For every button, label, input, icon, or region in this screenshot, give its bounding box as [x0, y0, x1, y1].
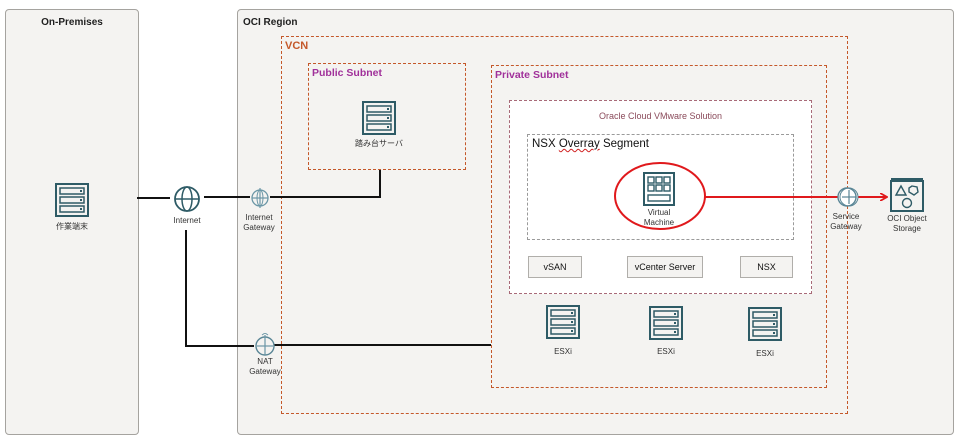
storage-label-line2: Storage	[892, 224, 922, 233]
nat-gateway-label: NAT Gateway	[239, 357, 291, 377]
on-premises-zone: On-Premises	[5, 9, 139, 435]
line-igw-bastion	[270, 170, 381, 198]
vcn-container: VCN	[281, 36, 848, 414]
nsx-box: NSX	[740, 256, 793, 278]
object-storage-label: OCI Object Storage	[878, 214, 936, 234]
igw-label-line1: Internet	[245, 213, 273, 222]
esxi-label: ESXi	[657, 347, 675, 356]
service-gateway-icon	[837, 186, 859, 213]
storage-label-line1: OCI Object	[887, 214, 927, 223]
public-subnet-label: Public Subnet	[312, 67, 383, 79]
object-storage-icon	[890, 178, 924, 217]
on-premises-title: On-Premises	[41, 17, 103, 28]
vm-highlight-circle	[614, 162, 706, 230]
bastion-server-label: 踏み台サーバ	[355, 139, 403, 148]
internet-gateway-icon	[250, 187, 270, 214]
vsan-box: vSAN	[528, 256, 582, 278]
vcn-label: VCN	[285, 40, 309, 52]
nsx-label-misspelled-word: Overray	[558, 138, 600, 150]
public-subnet: Public Subnet	[308, 63, 466, 170]
virtual-machine-label: Virtual Machine	[632, 208, 686, 228]
nsx-segment-label: NSX Overray Segment	[532, 138, 649, 150]
nat-label-line1: NAT	[257, 357, 273, 366]
private-subnet-label: Private Subnet	[495, 69, 569, 81]
server-icon	[55, 183, 89, 222]
line-internet-nat	[185, 230, 254, 347]
esxi-server-icon	[748, 307, 782, 346]
globe-icon	[173, 185, 201, 218]
nsx-overlay-segment: NSX Overray Segment	[527, 134, 794, 240]
esxi-server-icon	[649, 306, 683, 345]
sgw-label-line1: Service	[832, 212, 860, 221]
igw-label-line2: Gateway	[243, 223, 275, 232]
nsx-label-suffix: Segment	[599, 138, 649, 150]
nat-gateway-icon	[254, 332, 276, 362]
virtual-machine-icon	[643, 172, 675, 211]
bastion-server-icon	[362, 101, 396, 140]
vm-label-line1: Virtual	[647, 208, 671, 217]
esxi-server-icon	[546, 305, 580, 344]
private-subnet: Private Subnet	[491, 65, 827, 388]
work-terminal-label: 作業端末	[56, 222, 88, 231]
esxi-label: ESXi	[554, 347, 572, 356]
vm-label-line2: Machine	[643, 218, 675, 227]
service-gateway-label: Service Gateway	[822, 212, 870, 232]
oci-region-title: OCI Region	[243, 17, 298, 28]
sgw-label-line2: Gateway	[830, 222, 862, 231]
nsx-label-prefix: NSX	[532, 138, 559, 150]
internet-label: Internet	[173, 216, 201, 225]
internet-gateway-label: Internet Gateway	[235, 213, 283, 233]
ocvs-label: Oracle Cloud VMware Solution	[598, 111, 723, 121]
nat-label-line2: Gateway	[249, 367, 281, 376]
vcenter-server-box: vCenter Server	[627, 256, 703, 278]
esxi-label: ESXi	[756, 349, 774, 358]
